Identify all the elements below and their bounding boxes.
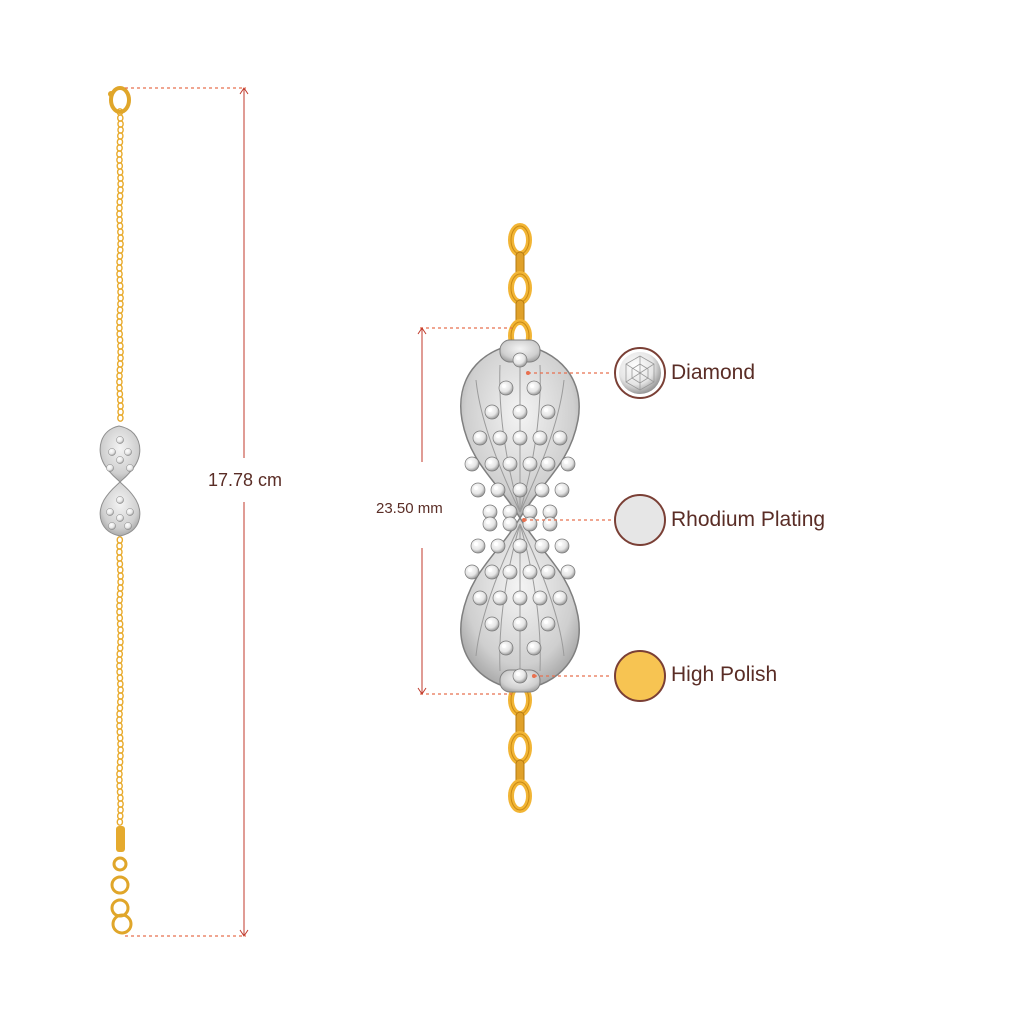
- feature-label-rhodium-plating: Rhodium Plating: [671, 508, 826, 531]
- callout-leaders: [524, 372, 612, 677]
- closeup-chain-top: [508, 223, 532, 353]
- feature-label-high-polish: High Polish: [671, 663, 778, 686]
- closeup-chain-bottom: [508, 683, 532, 813]
- length-dimension: [125, 87, 249, 937]
- feature-label-diamond: Diamond: [671, 361, 756, 384]
- callout-dots: [522, 371, 536, 678]
- rhodium-swatch-icon: [614, 494, 666, 546]
- lobster-clasp-icon: [108, 86, 131, 114]
- overview-chain: [116, 108, 124, 826]
- bracelet-closeup: [460, 223, 580, 813]
- closeup-motif: [460, 339, 580, 693]
- gold-swatch-icon: [614, 650, 666, 702]
- end-rings-icon: [110, 826, 133, 935]
- diamond-icon: [614, 347, 666, 399]
- overview-motif: [99, 425, 141, 537]
- motif-height-dimension-label: 23.50 mm: [376, 500, 443, 517]
- length-dimension-label: 17.78 cm: [208, 470, 283, 490]
- bracelet-overview: [99, 86, 141, 935]
- motif-height-dimension: [417, 327, 512, 695]
